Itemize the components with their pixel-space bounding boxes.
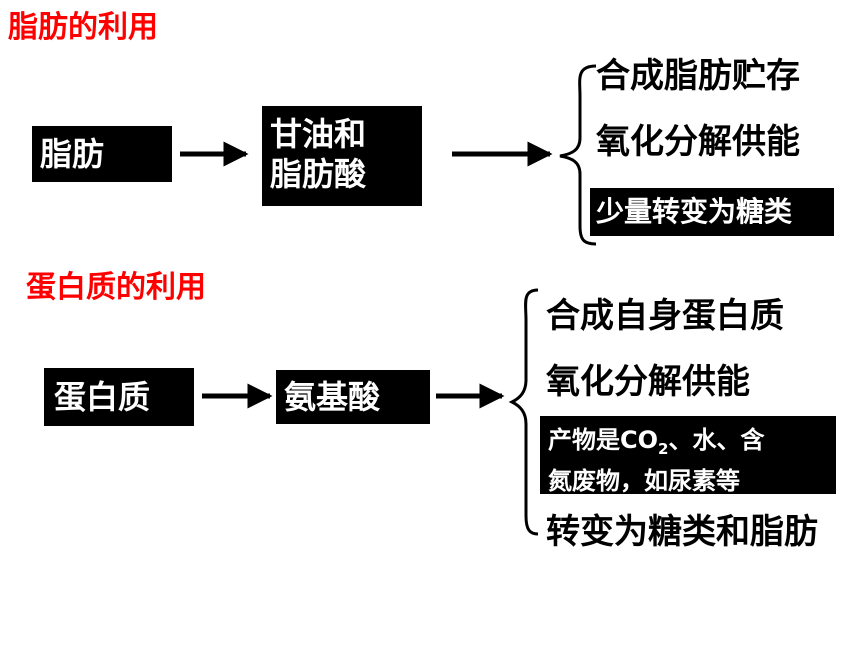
fat-box: 脂肪 xyxy=(32,126,172,182)
products-note-box: 产物是CO2、水、含 氮废物，如尿素等 xyxy=(540,416,836,495)
protein-box: 蛋白质 xyxy=(44,368,194,426)
products-note-prefix: 产物是CO xyxy=(548,426,659,454)
protein-section-title: 蛋白质的利用 xyxy=(26,270,206,305)
protein-use-energy: 氧化分解供能 xyxy=(546,362,750,402)
amino-acid-box: 氨基酸 xyxy=(276,370,430,424)
fat-use-store: 合成脂肪贮存 xyxy=(596,56,800,96)
fat-use-to-sugar-box: 少量转变为糖类 xyxy=(590,188,834,236)
co2-subscript: 2 xyxy=(658,439,669,458)
products-note-suffix: 、水、含 xyxy=(668,426,765,454)
products-note-line2: 氮废物，如尿素等 xyxy=(548,466,740,495)
fatty-acid-label: 脂肪酸 xyxy=(270,155,367,193)
products-note-line1: 产物是CO2、水、含 xyxy=(548,424,836,465)
brace-protein-uses xyxy=(508,288,539,536)
glycerol-label: 甘油和 xyxy=(270,115,367,153)
brace-fat-uses xyxy=(559,64,597,246)
fat-section-title: 脂肪的利用 xyxy=(8,10,158,45)
fat-use-energy: 氧化分解供能 xyxy=(596,122,800,162)
glycerol-fatty-acid-box: 甘油和 脂肪酸 xyxy=(262,106,422,206)
protein-use-synthesis: 合成自身蛋白质 xyxy=(546,296,784,336)
protein-use-convert: 转变为糖类和脂肪 xyxy=(546,512,818,552)
